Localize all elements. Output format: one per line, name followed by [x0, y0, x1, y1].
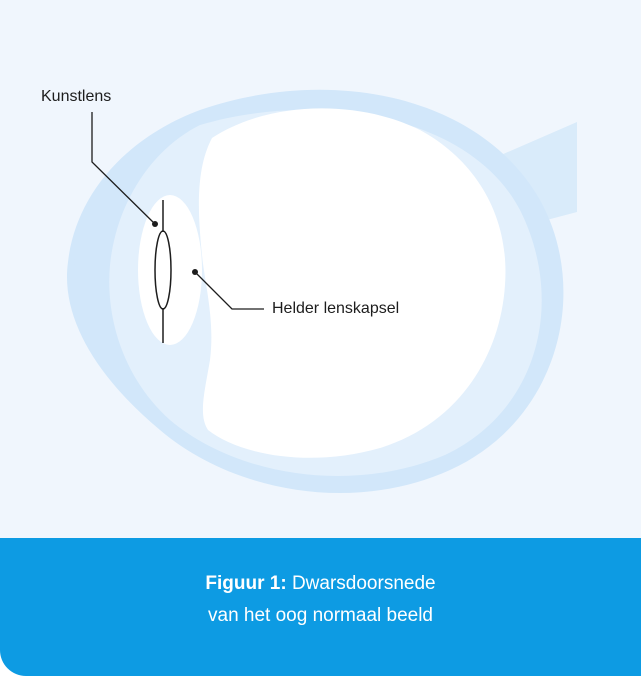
vitreous-body	[198, 108, 506, 458]
capsule-leader-line	[194, 271, 264, 310]
capsule-label: Helder lenskapsel	[272, 300, 400, 317]
caption-prefix: Figuur 1:	[205, 573, 287, 594]
kunstlens-leader-line	[91, 112, 156, 225]
artificial-lens	[154, 230, 172, 310]
caption-title-part1: Dwarsdoorsnede	[286, 573, 436, 594]
kunstlens-pointer-dot	[152, 221, 158, 227]
kunstlens-label: Kunstlens	[41, 88, 112, 105]
caption-title-part2: van het oog normaal beeld	[208, 605, 433, 626]
eye-cross-section-diagram	[66, 89, 577, 494]
lens-capsule	[138, 195, 202, 345]
figure-caption: Figuur 1: Dwarsdoorsnede van het oog nor…	[0, 538, 641, 676]
capsule-pointer-dot	[192, 269, 198, 275]
caption-line-1: Figuur 1: Dwarsdoorsnede	[0, 568, 641, 600]
